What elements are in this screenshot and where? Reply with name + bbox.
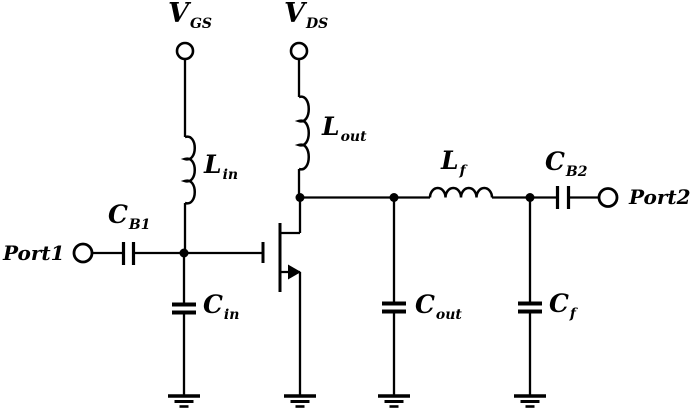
label-cin: Cin bbox=[203, 290, 240, 323]
label-cout: Cout bbox=[415, 290, 462, 323]
capacitor-cb2-icon bbox=[555, 186, 571, 209]
label-cb1: CB1 bbox=[108, 200, 151, 233]
gate-node-dot bbox=[179, 248, 189, 258]
cout-node-dot bbox=[389, 193, 399, 202]
label-lout: Lout bbox=[322, 112, 367, 145]
junction-dots bbox=[179, 193, 535, 258]
vgs-terminal-circle bbox=[175, 41, 195, 61]
port2-terminal-circle bbox=[597, 187, 619, 208]
capacitor-cb1-icon bbox=[121, 242, 136, 265]
ground-cin-icon bbox=[168, 394, 200, 408]
cf-node-dot bbox=[525, 193, 535, 202]
capacitor-cin-icon bbox=[172, 302, 196, 315]
drain-node-dot bbox=[295, 193, 305, 202]
ground-cout-icon bbox=[378, 394, 410, 408]
mosfet-icon bbox=[261, 197, 302, 396]
vds-terminal-circle bbox=[289, 41, 309, 61]
label-lf: Lf bbox=[441, 146, 466, 179]
inductor-lf-icon bbox=[428, 186, 494, 198]
label-lin: Lin bbox=[204, 150, 239, 183]
ground-source-icon bbox=[284, 394, 316, 408]
capacitor-cf-icon bbox=[518, 301, 542, 314]
capacitor-cout-icon bbox=[382, 301, 406, 314]
ground-cf-icon bbox=[514, 394, 546, 408]
label-vds: VDS bbox=[284, 0, 329, 32]
label-cb2: CB2 bbox=[545, 147, 588, 180]
source-arrow-icon bbox=[288, 264, 301, 280]
inductor-lin-icon bbox=[180, 135, 196, 205]
label-vgs: VGS bbox=[168, 0, 213, 32]
label-port2: Port2 bbox=[629, 185, 691, 209]
inductor-lout-icon bbox=[294, 95, 310, 171]
label-port1: Port1 bbox=[3, 241, 65, 265]
port1-terminal-circle bbox=[72, 242, 94, 264]
label-cf: Cf bbox=[549, 289, 576, 322]
